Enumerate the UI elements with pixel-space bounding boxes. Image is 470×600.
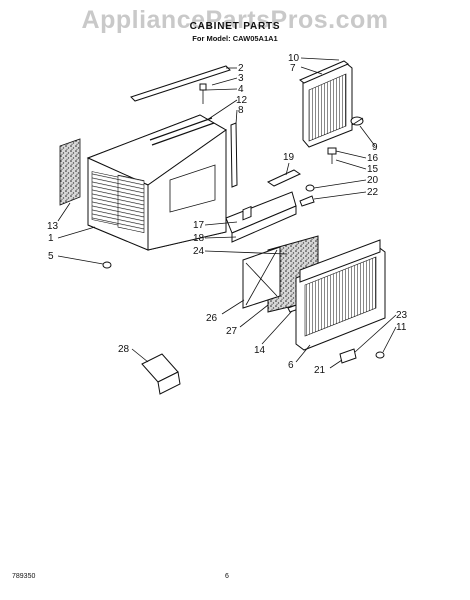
callout-9: 9	[372, 142, 378, 153]
callout-21: 21	[314, 365, 326, 376]
model-subtitle: For Model: CAW05A1A1	[192, 34, 278, 43]
hardware-21-23-11	[339, 348, 385, 364]
screw-5	[102, 261, 112, 269]
callout-6: 6	[288, 360, 294, 371]
callout-24: 24	[193, 246, 205, 257]
screw-3-4	[199, 83, 207, 104]
callout-13: 13	[47, 221, 59, 232]
callout-26: 26	[206, 313, 218, 324]
callout-23: 23	[396, 310, 408, 321]
side-insulation	[59, 138, 81, 206]
document-number: 789350	[12, 573, 36, 580]
callout-10: 10	[288, 53, 300, 64]
condenser-frame	[299, 60, 353, 148]
callout-4: 4	[238, 84, 244, 95]
front-grille	[295, 239, 386, 351]
control-panel	[225, 191, 297, 243]
callout-7: 7	[290, 63, 296, 74]
callout-28: 28	[118, 344, 130, 355]
callout-1: 1	[48, 233, 54, 244]
screws-15-16	[327, 147, 337, 164]
callout-16: 16	[367, 153, 379, 164]
callout-3: 3	[238, 73, 244, 84]
callout-11: 11	[396, 322, 407, 333]
callout-27: 27	[226, 326, 238, 337]
page-number: 6	[225, 573, 229, 580]
callout-8: 8	[238, 105, 244, 116]
callout-18: 18	[193, 233, 205, 244]
callout-14: 14	[254, 345, 266, 356]
callout-17: 17	[193, 220, 205, 231]
callout-15: 15	[367, 164, 379, 175]
leader-lines	[57, 57, 397, 369]
watermark: AppliancePartsPros.com	[81, 6, 389, 34]
page-title: CABINET PARTS	[189, 21, 281, 32]
callout-20: 20	[367, 175, 379, 186]
mounting-bracket	[141, 353, 181, 395]
knob-9	[350, 116, 364, 126]
callout-2: 2	[238, 63, 244, 74]
callout-5: 5	[48, 251, 54, 262]
callout-labels: 2 3 4 12 8 10 7 9 19 16 15 20 22 13 1 5 …	[47, 53, 408, 376]
top-rail	[130, 65, 231, 102]
callout-19: 19	[283, 152, 295, 163]
callout-22: 22	[367, 187, 379, 198]
filter-frame	[242, 246, 281, 309]
side-brace	[230, 122, 238, 188]
cabinet-shell	[86, 114, 227, 251]
callout-12: 12	[236, 95, 248, 106]
